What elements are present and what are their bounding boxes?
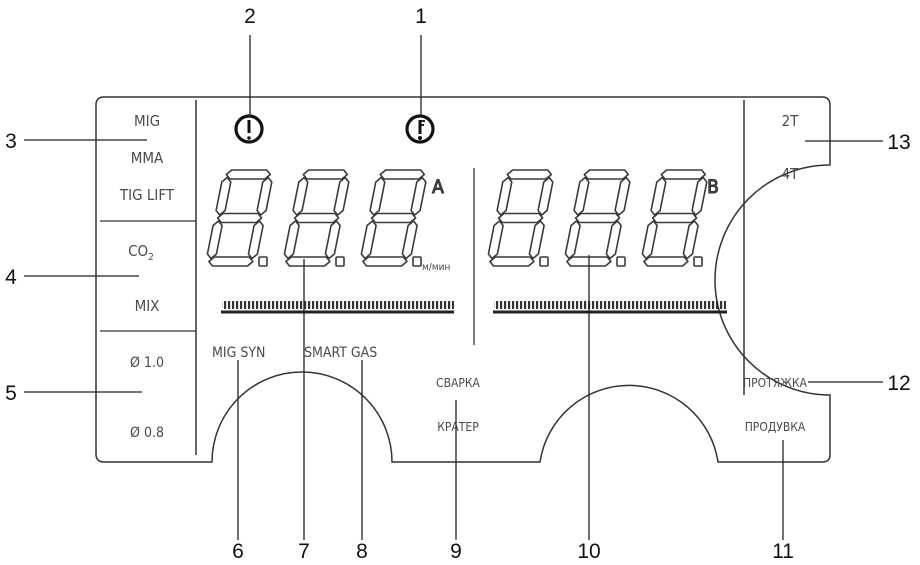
- digit-6-segment-3: [643, 256, 689, 267]
- callout-leaders: [24, 35, 883, 540]
- gas-mix-label: MIX: [135, 297, 160, 315]
- digit-1-decimal-point: [258, 256, 268, 267]
- right-bar-graph: [493, 301, 727, 314]
- digit-6-segment-4: [650, 176, 667, 216]
- digit-3-segment-7: [401, 220, 418, 260]
- digit-5-decimal-point: [616, 256, 626, 267]
- digit-3-segment-3: [362, 256, 408, 267]
- wire-1-0-label: Ø 1.0: [130, 355, 164, 371]
- callout-number: 7: [298, 540, 310, 563]
- unit-a-icon: A: [432, 176, 445, 199]
- wire-0-8-label: Ø 0.8: [130, 425, 164, 441]
- smart-gas-indicator: SMART GAS: [304, 345, 377, 361]
- digit-2-segment-1: [302, 169, 349, 180]
- digit-2-segment-2: [293, 212, 340, 224]
- digit-4-segment-7: [528, 220, 545, 260]
- digit-4-segment-4: [496, 176, 513, 216]
- produvka-indicator: ПРОДУВКА: [745, 420, 806, 434]
- digit-6-segment-5: [691, 176, 708, 216]
- callout-number: 13: [887, 131, 910, 154]
- digit-2-segment-4: [292, 176, 309, 216]
- svg-text:B: B: [707, 176, 719, 198]
- thermometer-warning-icon: [405, 114, 435, 144]
- digit-4-segment-6: [487, 220, 504, 260]
- callout-number: 9: [450, 540, 462, 563]
- display-outline: [95, 96, 831, 463]
- digit-1-segment-4: [215, 176, 232, 216]
- mode-mig-label: MIG: [134, 112, 160, 130]
- seven-segment-digits: [206, 169, 708, 267]
- digit-2-decimal-point: [335, 256, 345, 267]
- digit-3-segment-1: [379, 169, 426, 180]
- mig-syn-indicator: MIG SYN: [212, 345, 265, 361]
- digit-3-segment-2: [370, 212, 417, 224]
- digit-5-segment-6: [564, 220, 581, 260]
- callout-number: 5: [5, 382, 17, 405]
- svarka-indicator: СВАРКА: [436, 376, 481, 390]
- digit-5-segment-5: [614, 176, 631, 216]
- digit-2-segment-5: [333, 176, 350, 216]
- digit-6-segment-1: [660, 169, 707, 180]
- digit-3-segment-6: [360, 220, 377, 260]
- mode-tig-lift-label: TIG LIFT: [119, 186, 175, 204]
- left-bar-graph: [221, 301, 454, 314]
- svg-text:A: A: [432, 176, 444, 198]
- digit-1-segment-7: [247, 220, 264, 260]
- digit-5-segment-2: [574, 212, 621, 224]
- krater-indicator: КРАТЕР: [437, 420, 479, 434]
- digit-6-segment-2: [651, 212, 698, 224]
- digit-2-segment-6: [283, 220, 300, 260]
- digit-6-decimal-point: [693, 256, 703, 267]
- digit-4-segment-1: [506, 169, 553, 180]
- digit-2-segment-7: [324, 220, 341, 260]
- digit-5-segment-3: [566, 256, 612, 267]
- protyazhka-indicator: ПРОТЯЖКА: [743, 376, 808, 390]
- callout-number: 10: [577, 540, 600, 563]
- callout-number: 2: [244, 5, 256, 28]
- digit-4-segment-2: [497, 212, 544, 224]
- trigger-4t-label: 4T: [782, 165, 800, 183]
- digit-1-segment-1: [225, 169, 272, 180]
- mode-mma-label: MMA: [131, 149, 164, 167]
- digit-6-segment-7: [682, 220, 699, 260]
- digit-4-segment-3: [489, 256, 535, 267]
- callout-number: 3: [5, 130, 17, 153]
- gas-co2-label: CO2: [128, 242, 154, 263]
- digit-1-segment-5: [256, 176, 273, 216]
- digit-1-segment-2: [216, 212, 263, 224]
- callout-number: 1: [415, 5, 427, 28]
- digit-5-segment-1: [583, 169, 630, 180]
- speed-unit-label: м/мин: [422, 262, 450, 273]
- digit-1-segment-3: [208, 256, 254, 267]
- digit-4-segment-5: [537, 176, 554, 216]
- digit-3-segment-4: [369, 176, 386, 216]
- digit-3-decimal-point: [412, 256, 422, 267]
- digit-5-segment-4: [573, 176, 590, 216]
- digit-6-segment-6: [641, 220, 658, 260]
- trigger-2t-label: 2T: [782, 112, 800, 130]
- digit-2-segment-3: [285, 256, 331, 267]
- digit-4-decimal-point: [539, 256, 549, 267]
- callout-number: 4: [5, 266, 17, 289]
- unit-b-icon: B: [707, 176, 720, 199]
- callout-number: 8: [356, 540, 368, 563]
- digit-1-segment-6: [206, 220, 223, 260]
- callout-number: 11: [772, 540, 794, 563]
- digit-5-segment-7: [605, 220, 622, 260]
- callout-number: 12: [887, 372, 910, 395]
- digit-3-segment-5: [410, 176, 427, 216]
- exclamation-icon: [234, 114, 264, 144]
- callout-number: 6: [232, 540, 244, 563]
